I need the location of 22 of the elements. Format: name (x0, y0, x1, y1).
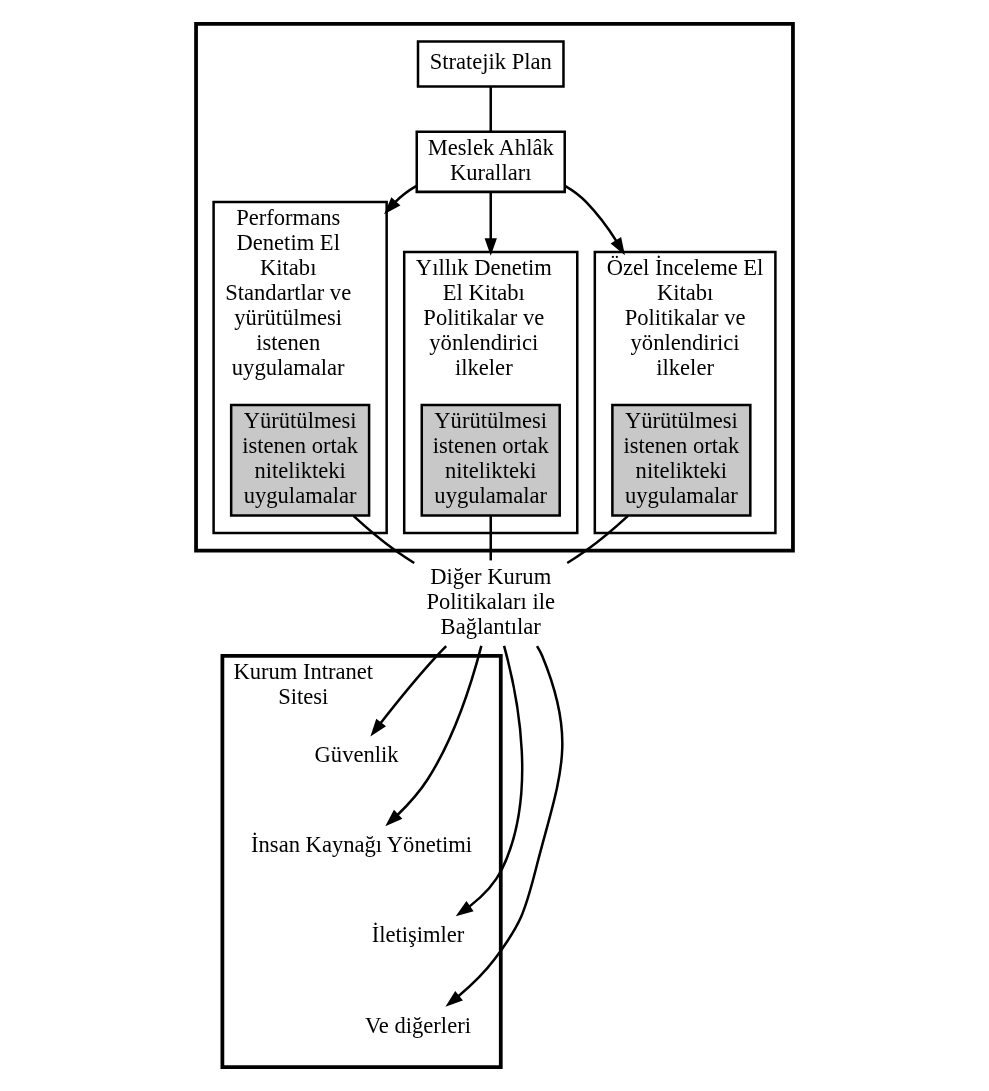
connector (489, 86, 492, 132)
connector (489, 515, 492, 561)
node-text: Güvenlik (314, 741, 399, 767)
node-text: Diğer Kurum Politikaları ile Bağlantılar (426, 563, 555, 639)
arrow (564, 184, 625, 256)
connector (352, 514, 415, 565)
node-text: İletişimler (371, 922, 465, 948)
arrow (385, 645, 483, 827)
cluster (194, 21, 795, 553)
node-text: İnsan Kaynağı Yönetimi (251, 831, 473, 857)
node-box: Yürütülmesi istenen ortak nitelikteki uygulamalar (420, 403, 561, 517)
node-box: Meslek Ahlâk Kuralları (415, 130, 566, 194)
arrow (455, 645, 524, 917)
connector (566, 514, 629, 565)
arrow (384, 184, 418, 215)
arrow (370, 645, 448, 737)
node-box: Stratejik Plan (416, 40, 565, 88)
node-text: Ve diğerleri (365, 1012, 471, 1038)
node-box: Yürütülmesi istenen ortak nitelikteki uygulamalar (229, 403, 371, 517)
node-box: Yürütülmesi istenen ortak nitelikteki uygulamalar (611, 403, 752, 517)
arrow (445, 645, 564, 1007)
arrow (484, 191, 497, 256)
